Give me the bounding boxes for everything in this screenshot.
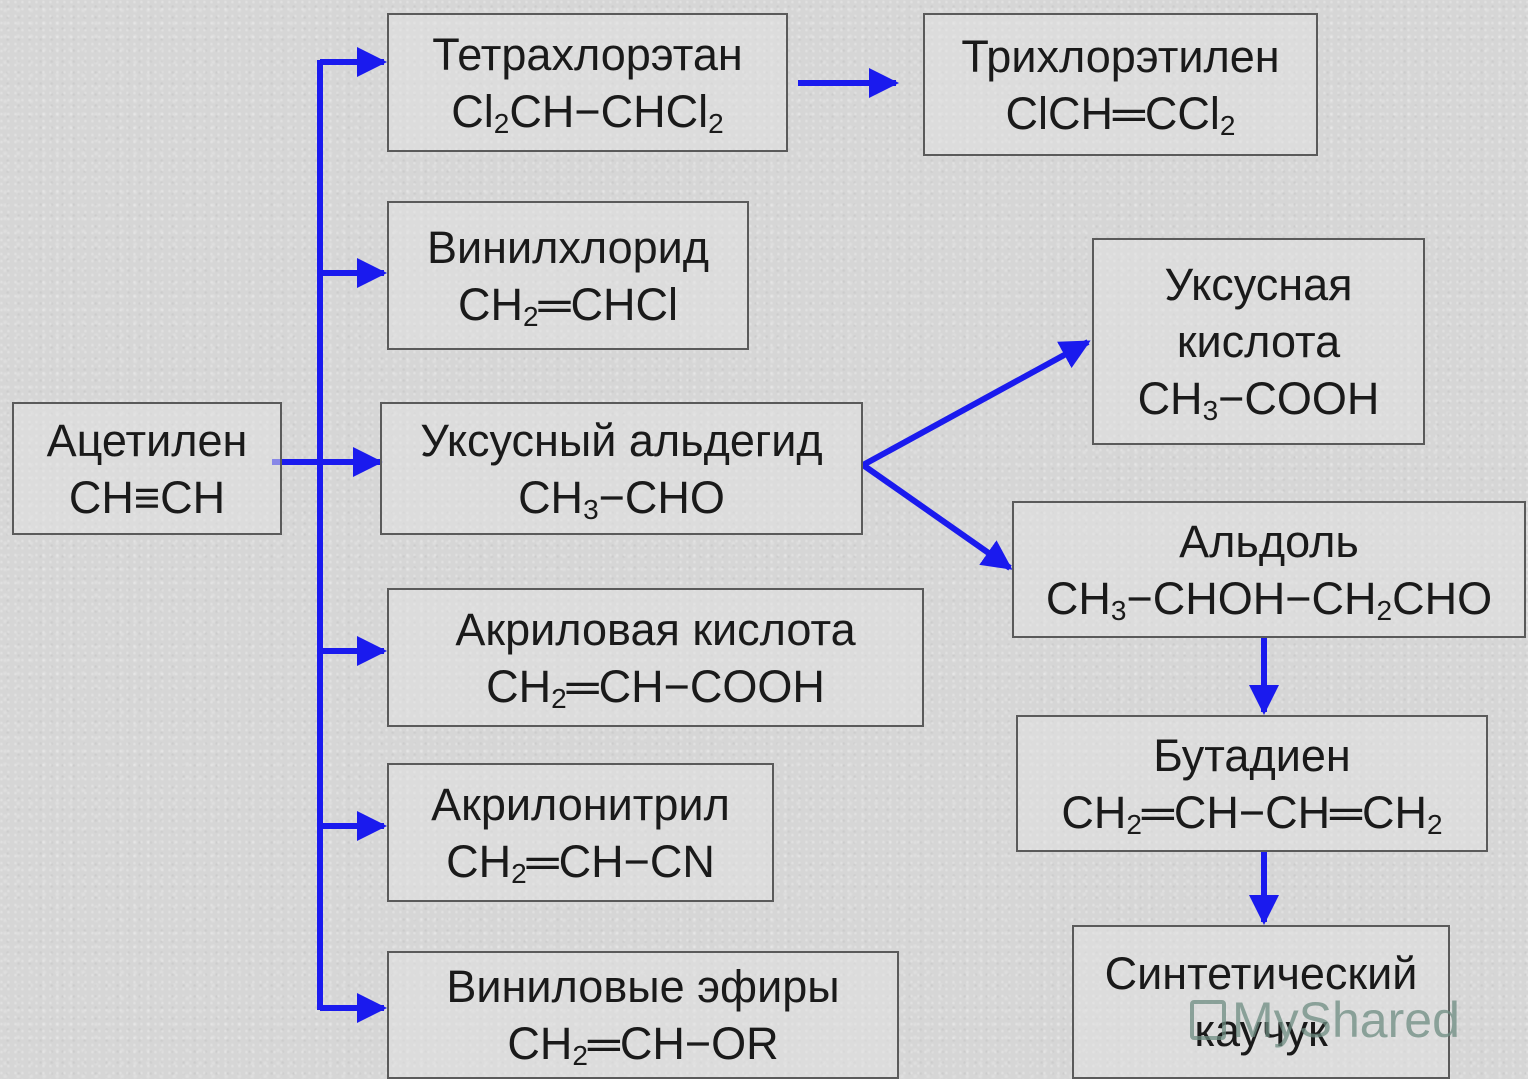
node-formula: CH2═CH−COOH: [486, 660, 825, 714]
node-name: Ацетилен: [46, 414, 248, 466]
node-formula: CH2═CHCl: [458, 278, 678, 332]
node-name: Акриловая кислота: [455, 603, 856, 655]
node-acetaldehyde: Уксусный альдегид CH3−CHO: [380, 402, 863, 535]
node-name: Альдоль: [1179, 515, 1359, 567]
watermark-text: MyShared: [1232, 992, 1460, 1048]
node-formula: CH≡CH: [68, 471, 226, 523]
node-synthetic-rubber: Синтетический каучук: [1072, 925, 1450, 1079]
node-name: Бутадиен: [1153, 729, 1351, 781]
node-formula: CH3−CHO: [518, 471, 725, 525]
node-acetic-acid: Уксусная кислота CH3−COOH: [1092, 238, 1425, 445]
node-formula: CH2═CH−CN: [446, 835, 715, 889]
arrow-to-acetic-acid: [861, 339, 1091, 468]
node-formula: CH2═CH−CH═CH2: [1061, 786, 1443, 840]
node-vinyl-ethers: Виниловые эфиры CH2═CH−OR: [387, 951, 899, 1079]
node-name: Акрилонитрил: [431, 778, 730, 830]
node-formula: ClCH═CCl2: [1005, 87, 1236, 141]
node-name: Уксусный альдегид: [420, 414, 823, 466]
node-name: Виниловые эфиры: [446, 961, 840, 1012]
node-acrylic-acid: Акриловая кислота CH2═CH−COOH: [387, 588, 924, 727]
watermark: MyShared: [1190, 990, 1460, 1050]
node-formula: Cl2CH−CHCl2: [451, 85, 724, 139]
node-formula: CH3−CHOH−CH2CHO: [1045, 572, 1493, 626]
node-acrylonitrile: Акрилонитрил CH2═CH−CN: [387, 763, 774, 902]
node-vinyl-chloride: Винилхлорид CH2═CHCl: [387, 201, 749, 350]
node-name: Тетрахлорэтан: [432, 28, 743, 80]
node-name-line1: Синтетический: [1104, 948, 1418, 999]
node-tetrachloroethane: Тетрахлорэтан Cl2CH−CHCl2: [387, 13, 788, 152]
node-trichloroethylene: Трихлорэтилен ClCH═CCl2: [923, 13, 1318, 156]
node-name: Винилхлорид: [426, 221, 710, 273]
node-name-line2: кислота: [1176, 316, 1341, 367]
node-aldol: Альдоль CH3−CHOH−CH2CHO: [1012, 501, 1526, 638]
node-formula: CH3−COOH: [1137, 373, 1380, 426]
node-name: Трихлорэтилен: [961, 30, 1280, 82]
node-name-line1: Уксусная: [1164, 259, 1353, 310]
node-name-line2: каучук: [1194, 1005, 1328, 1056]
node-acetylene: Ацетилен CH≡CH: [12, 402, 282, 535]
node-butadiene: Бутадиен CH2═CH−CH═CH2: [1016, 715, 1488, 852]
arrow-to-aldol: [861, 462, 1013, 571]
myshared-logo-icon: [1190, 1000, 1226, 1040]
node-formula: CH2═CH−OR: [507, 1018, 779, 1071]
